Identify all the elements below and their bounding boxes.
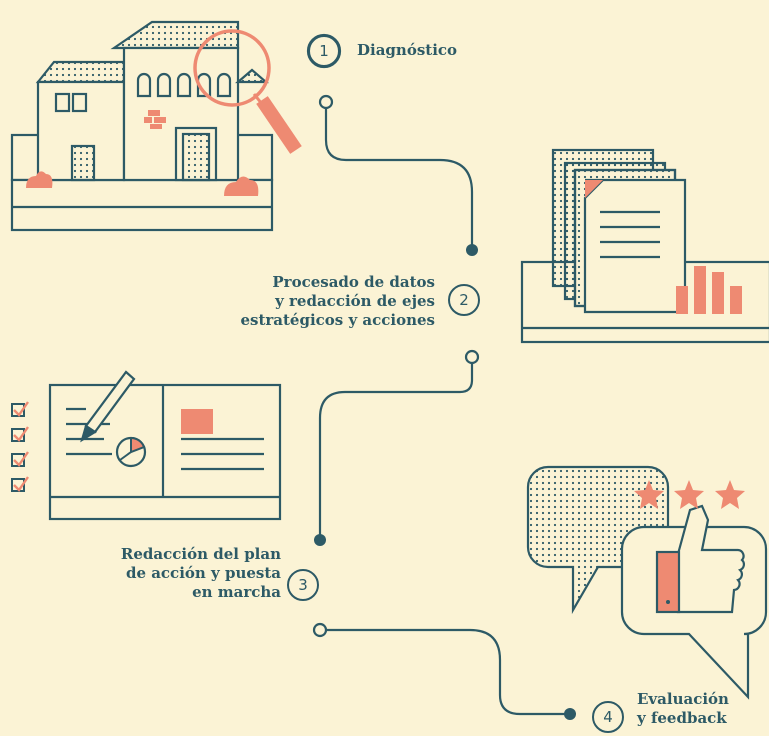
house-illustration [10,20,274,232]
step-4-line: Evaluación [637,690,729,708]
step-1-label: Diagnóstico [357,41,457,60]
step-4-label: Evaluación y feedback [637,690,729,728]
rating-stars [634,480,745,509]
step-2-line: y redacción de ejes [275,292,435,310]
connector-nodes [312,94,576,720]
open-plan-book-illustration [48,383,282,521]
star-icon [715,480,745,509]
step-3-label: Redacción del plan de acción y puesta en… [121,545,281,602]
step-3-line: de acción y puesta [125,564,281,582]
step-4-number: 4 [592,701,624,733]
checkmarks [13,401,29,492]
step-3-number: 3 [287,569,319,601]
checklist-icon [11,403,25,492]
step-3-line: Redacción del plan [120,545,281,563]
step-2-number: 2 [448,284,480,316]
step-2-line: Procesado de datos [272,273,435,291]
documents-accents [585,180,742,314]
step-2-label: Procesado de datos y redacción de ejes e… [240,273,435,330]
step-2-line: estratégicos y acciones [240,311,435,329]
star-icon [674,480,704,509]
magnifier-icon [193,29,302,154]
thumbs-up-icon [655,504,745,614]
star-icon [634,480,664,509]
pie-chart-icon [115,436,147,468]
house-accents [26,110,259,196]
step-1-number: 1 [308,35,340,67]
image-placeholder [181,409,213,434]
step-4-line: y feedback [637,709,727,727]
step-1-line: Diagnóstico [357,41,458,59]
pencil-icon [80,370,136,443]
documents-chart-illustration [520,148,769,344]
connector-lines [318,102,570,716]
step-3-line: en marcha [192,583,281,601]
